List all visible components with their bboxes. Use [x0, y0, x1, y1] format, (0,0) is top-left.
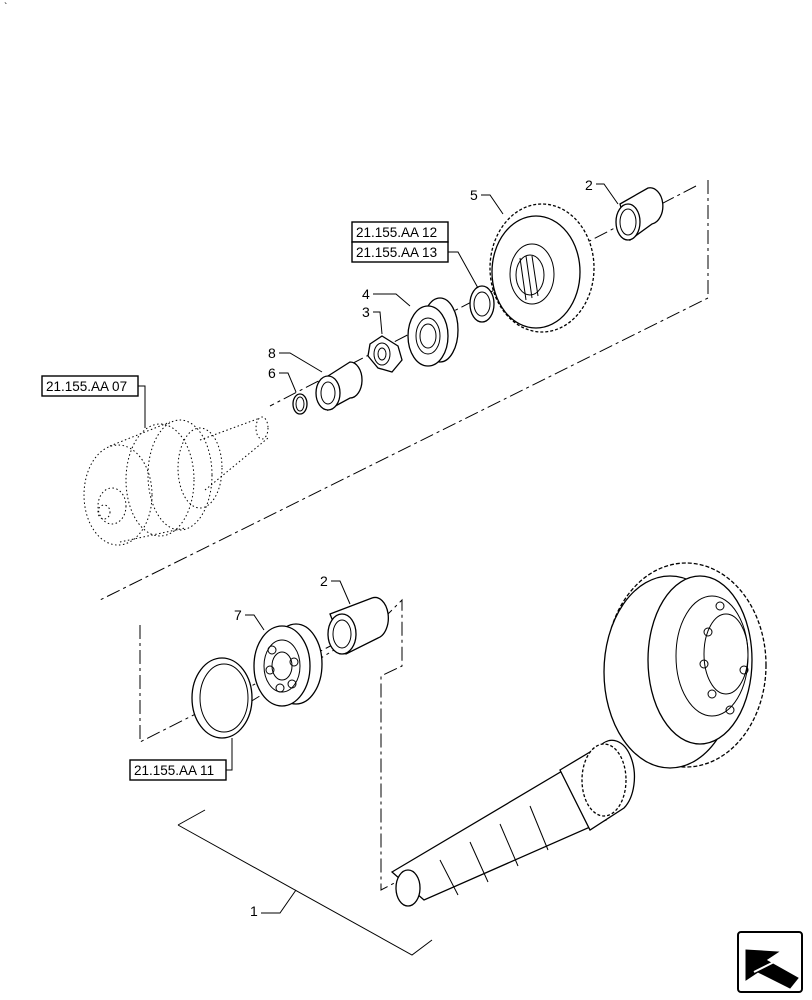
- spur-gear: [489, 203, 595, 333]
- seal-ring: [407, 297, 459, 367]
- clutch-drum-assembly: [83, 416, 269, 546]
- callout-2-lower[interactable]: 2: [320, 573, 351, 605]
- reference-box-aa12[interactable]: 21.155.AA 12: [351, 221, 449, 243]
- svg-text:2: 2: [320, 573, 328, 589]
- svg-text:3: 3: [362, 304, 370, 320]
- svg-text:21.155.AA 07: 21.155.AA 07: [46, 379, 127, 394]
- callout-8[interactable]: 8: [268, 345, 323, 373]
- callout-3[interactable]: 3: [362, 304, 383, 335]
- svg-text:4: 4: [362, 286, 370, 302]
- hex-nut: [367, 335, 403, 373]
- svg-text:2: 2: [585, 177, 593, 193]
- svg-text:8: 8: [268, 345, 276, 361]
- svg-text:21.155.AA 13: 21.155.AA 13: [356, 245, 437, 260]
- group-bracket: [177, 809, 433, 956]
- shim-ring: [191, 657, 253, 739]
- svg-text:21.155.AA 12: 21.155.AA 12: [356, 225, 437, 240]
- callout-5[interactable]: 5: [470, 187, 504, 215]
- svg-text:7: 7: [234, 607, 242, 623]
- corner-mark: `: [4, 1, 7, 13]
- pinion-shaft: [390, 739, 636, 907]
- callout-6[interactable]: 6: [268, 365, 297, 393]
- ball-bearing: [253, 623, 323, 707]
- reference-box-aa07[interactable]: 21.155.AA 07: [41, 375, 146, 428]
- bushing-upper: [615, 187, 664, 242]
- bushing-lower: [327, 596, 389, 655]
- reference-box-aa11[interactable]: 21.155.AA 11: [129, 738, 233, 781]
- snap-ring: [292, 393, 308, 415]
- callout-4[interactable]: 4: [362, 286, 411, 307]
- next-page-arrow-icon[interactable]: [737, 931, 803, 993]
- callout-7[interactable]: 7: [234, 607, 265, 631]
- svg-text:6: 6: [268, 365, 276, 381]
- shim-washer: [469, 285, 495, 323]
- svg-text:1: 1: [250, 903, 258, 919]
- callout-2-upper[interactable]: 2: [585, 177, 619, 205]
- svg-text:5: 5: [470, 187, 478, 203]
- callout-1[interactable]: 1: [250, 889, 297, 919]
- crown-wheel: [603, 562, 767, 769]
- needle-bearing: [315, 361, 363, 412]
- reference-box-aa13[interactable]: 21.155.AA 13: [351, 241, 479, 289]
- svg-text:21.155.AA 11: 21.155.AA 11: [134, 763, 214, 778]
